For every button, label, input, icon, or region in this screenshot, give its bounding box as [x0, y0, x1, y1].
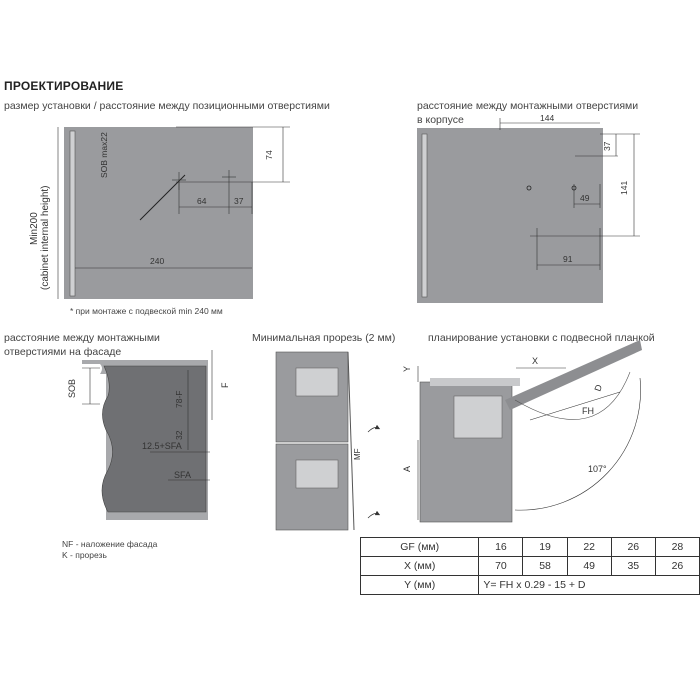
table-cell: 16 [478, 537, 524, 557]
dim-y: Y [402, 366, 412, 372]
table-row-label: Y (мм) [359, 575, 480, 595]
dim-mf: MF [353, 448, 362, 460]
dim-sfa: SFA [174, 470, 191, 480]
dim-49: 49 [580, 193, 590, 203]
legend-nf: NF - наложение фасада [62, 539, 158, 549]
section2-caption-2: в корпусе [417, 114, 464, 126]
table-cell: 19 [522, 537, 568, 557]
dim-angle-107: 107° [588, 464, 607, 474]
section3-caption-1: расстояние между монтажными [4, 332, 160, 344]
drawing-front-holes: SOB F 78-F 32 12.5+SFA SFA [67, 350, 230, 520]
section1-caption: размер установки / расстояние между пози… [4, 100, 330, 112]
dim-32: 32 [174, 430, 184, 440]
drawing-installation-size: 74 64 37 SOB max22 240 Min200 (cabinet i… [29, 126, 290, 299]
dim-sob-max22: SOB max22 [99, 132, 109, 178]
dim-78-f: 78-F [174, 391, 184, 408]
table-cell: 22 [566, 537, 612, 557]
dim-fh: FH [582, 406, 594, 416]
dim-64: 64 [197, 196, 207, 206]
drawing-suspension-bar: Y X D FH A 107° [402, 340, 642, 523]
table-row-label: GF (мм) [359, 537, 480, 557]
installation-table: GF (мм) 16 19 22 26 28 X (мм) 70 58 49 3… [359, 537, 700, 595]
dim-141: 141 [619, 181, 629, 195]
table-cell: 26 [654, 556, 700, 576]
dim-f: F [220, 382, 230, 388]
table-cell: 49 [566, 556, 612, 576]
label-min200: Min200 [29, 212, 40, 245]
dim-x: X [532, 356, 538, 366]
dim-37-cabinet: 37 [602, 141, 612, 151]
table-row: Y (мм) Y= FH x 0.29 - 15 + D [359, 575, 700, 595]
page-title: ПРОЕКТИРОВАНИЕ [4, 79, 124, 93]
table-cell: 28 [654, 537, 700, 557]
section2-caption-1: расстояние между монтажными отверстиями [417, 100, 639, 112]
dim-d: D [592, 383, 604, 393]
section5-caption: планирование установки с подвесной планк… [428, 332, 655, 344]
section1-note: * при монтаже с подвеской min 240 мм [70, 306, 223, 316]
legend-k: K - прорезь [62, 550, 107, 560]
table-cell: 26 [610, 537, 656, 557]
dim-91: 91 [563, 254, 573, 264]
dim-12-5-sfa: 12.5+SFA [142, 441, 182, 451]
section3-caption-2: отверстиями на фасаде [4, 346, 122, 358]
table-cell: 35 [610, 556, 656, 576]
table-cell: 58 [522, 556, 568, 576]
table-cell: 70 [478, 556, 524, 576]
drawing-min-gap: MF [275, 351, 381, 531]
table-row-label: X (мм) [359, 556, 480, 576]
label-cabinet-height: (cabinet internal height) [40, 185, 51, 290]
table-formula: Y= FH x 0.29 - 15 + D [478, 575, 700, 595]
dim-74: 74 [264, 150, 274, 160]
dim-a: A [402, 466, 412, 472]
table-row: X (мм) 70 58 49 35 26 [359, 556, 700, 576]
dim-sob-front: SOB [67, 379, 77, 398]
dim-144: 144 [540, 113, 554, 123]
drawing-cabinet-holes: 144 37 141 49 91 [417, 113, 640, 303]
table-row: GF (мм) 16 19 22 26 28 [359, 537, 700, 557]
dim-240: 240 [150, 256, 164, 266]
dim-37: 37 [234, 196, 244, 206]
section4-caption: Минимальная прорезь (2 мм) [252, 332, 396, 344]
